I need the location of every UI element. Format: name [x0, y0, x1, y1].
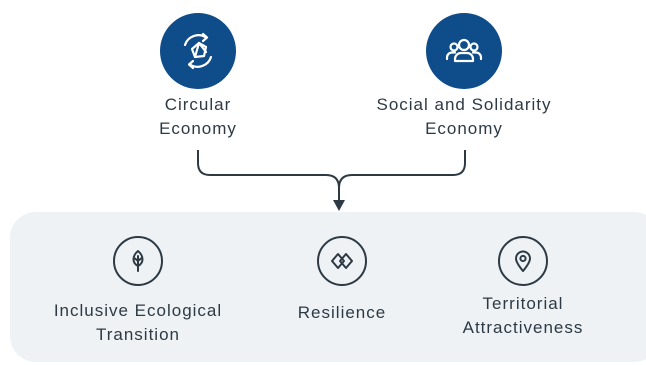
- pillar-label-line1: Resilience: [297, 303, 387, 322]
- pillar-label-resilience: Resilience: [272, 301, 412, 325]
- diamond-arrows-icon: [331, 253, 353, 269]
- input-label-line2: Economy: [425, 119, 503, 138]
- pillar-label-line1: Inclusive Ecological: [53, 301, 223, 320]
- arrow-head: [333, 200, 345, 211]
- social-economy-icon-badge: [426, 13, 502, 89]
- location-pin-icon: [515, 250, 531, 272]
- people-group-icon: [445, 38, 483, 63]
- bracket-line-right: [338, 150, 466, 189]
- bracket-line: [197, 150, 340, 206]
- pillar-label-line2: Transition: [95, 325, 180, 344]
- input-label-line1: Social and Solidarity: [376, 95, 552, 114]
- leaf-icon: [132, 250, 144, 272]
- pillar-label-territorial-attractiveness: Territorial Attractiveness: [438, 292, 608, 340]
- input-label-circular-economy: Circular Economy: [118, 93, 278, 141]
- circular-economy-icon-badge: [160, 13, 236, 89]
- circular-economy-icon: [183, 32, 213, 70]
- input-label-line1: Circular: [164, 95, 232, 114]
- resilience-icon-ring: [317, 236, 367, 286]
- inclusive-transition-icon-ring: [113, 236, 163, 286]
- input-label-social-solidarity-economy: Social and Solidarity Economy: [344, 93, 584, 141]
- pillar-label-line1: Territorial: [482, 294, 564, 313]
- territorial-attractiveness-icon-ring: [498, 236, 548, 286]
- input-label-line2: Economy: [159, 119, 237, 138]
- pillar-label-line2: Attractiveness: [462, 318, 584, 337]
- pillar-label-inclusive-ecological-transition: Inclusive Ecological Transition: [28, 299, 248, 347]
- pillars-panel: [10, 212, 646, 362]
